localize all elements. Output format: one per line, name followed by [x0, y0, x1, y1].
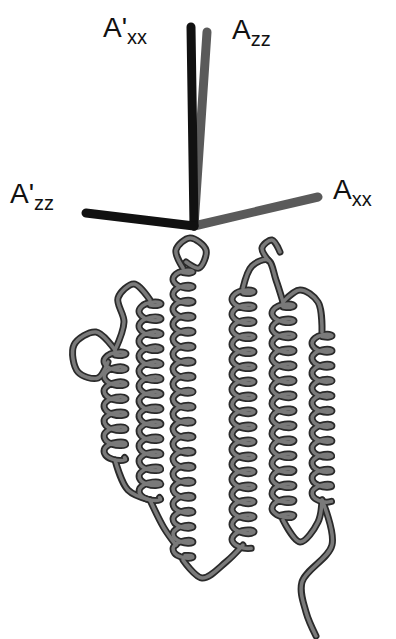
ribbon-outline — [272, 304, 294, 518]
ribbon-strand — [301, 500, 332, 636]
ribbon-strand — [176, 238, 206, 268]
ribbon-strand — [312, 334, 332, 502]
axis-label: A'zz — [10, 180, 54, 208]
symbol: A — [333, 174, 352, 205]
axis-rod — [194, 197, 318, 226]
ribbon-strand — [104, 352, 126, 461]
ribbon-strand — [272, 304, 294, 518]
ribbon-strand — [183, 545, 243, 578]
ribbon-strand — [283, 290, 322, 332]
ribbon-outline — [312, 334, 332, 502]
subscript: zz — [251, 28, 271, 50]
axis-label: Axx — [333, 176, 372, 204]
ribbon-strand — [139, 302, 161, 501]
ribbon-strand — [115, 460, 150, 500]
ribbon-outline — [183, 545, 243, 578]
ribbon-strand — [243, 260, 283, 302]
ribbon-strand — [262, 240, 280, 260]
symbol: A' — [103, 12, 127, 43]
subscript: xx — [352, 188, 372, 210]
axis-rod — [191, 27, 194, 226]
ribbon-outline — [173, 270, 193, 558]
ribbon-outline — [262, 240, 280, 260]
subscript: xx — [127, 26, 147, 48]
ribbon-outline — [301, 500, 332, 636]
symbol: A' — [10, 178, 34, 209]
tensor-axes — [86, 27, 318, 226]
axis-label: Azz — [232, 16, 271, 44]
axis-rod — [86, 213, 194, 226]
ribbon-strand — [173, 270, 193, 558]
ribbon-outline — [104, 352, 126, 461]
ribbon-strand — [232, 290, 254, 548]
ribbon-strand — [283, 500, 322, 542]
protein-ribbon — [73, 238, 333, 636]
subscript: zz — [34, 192, 54, 214]
axis-label: A'xx — [103, 14, 147, 42]
ribbon-outline — [176, 238, 206, 268]
ribbon-outline — [232, 290, 254, 548]
symbol: A — [232, 14, 251, 45]
ribbon-outline — [139, 302, 161, 501]
